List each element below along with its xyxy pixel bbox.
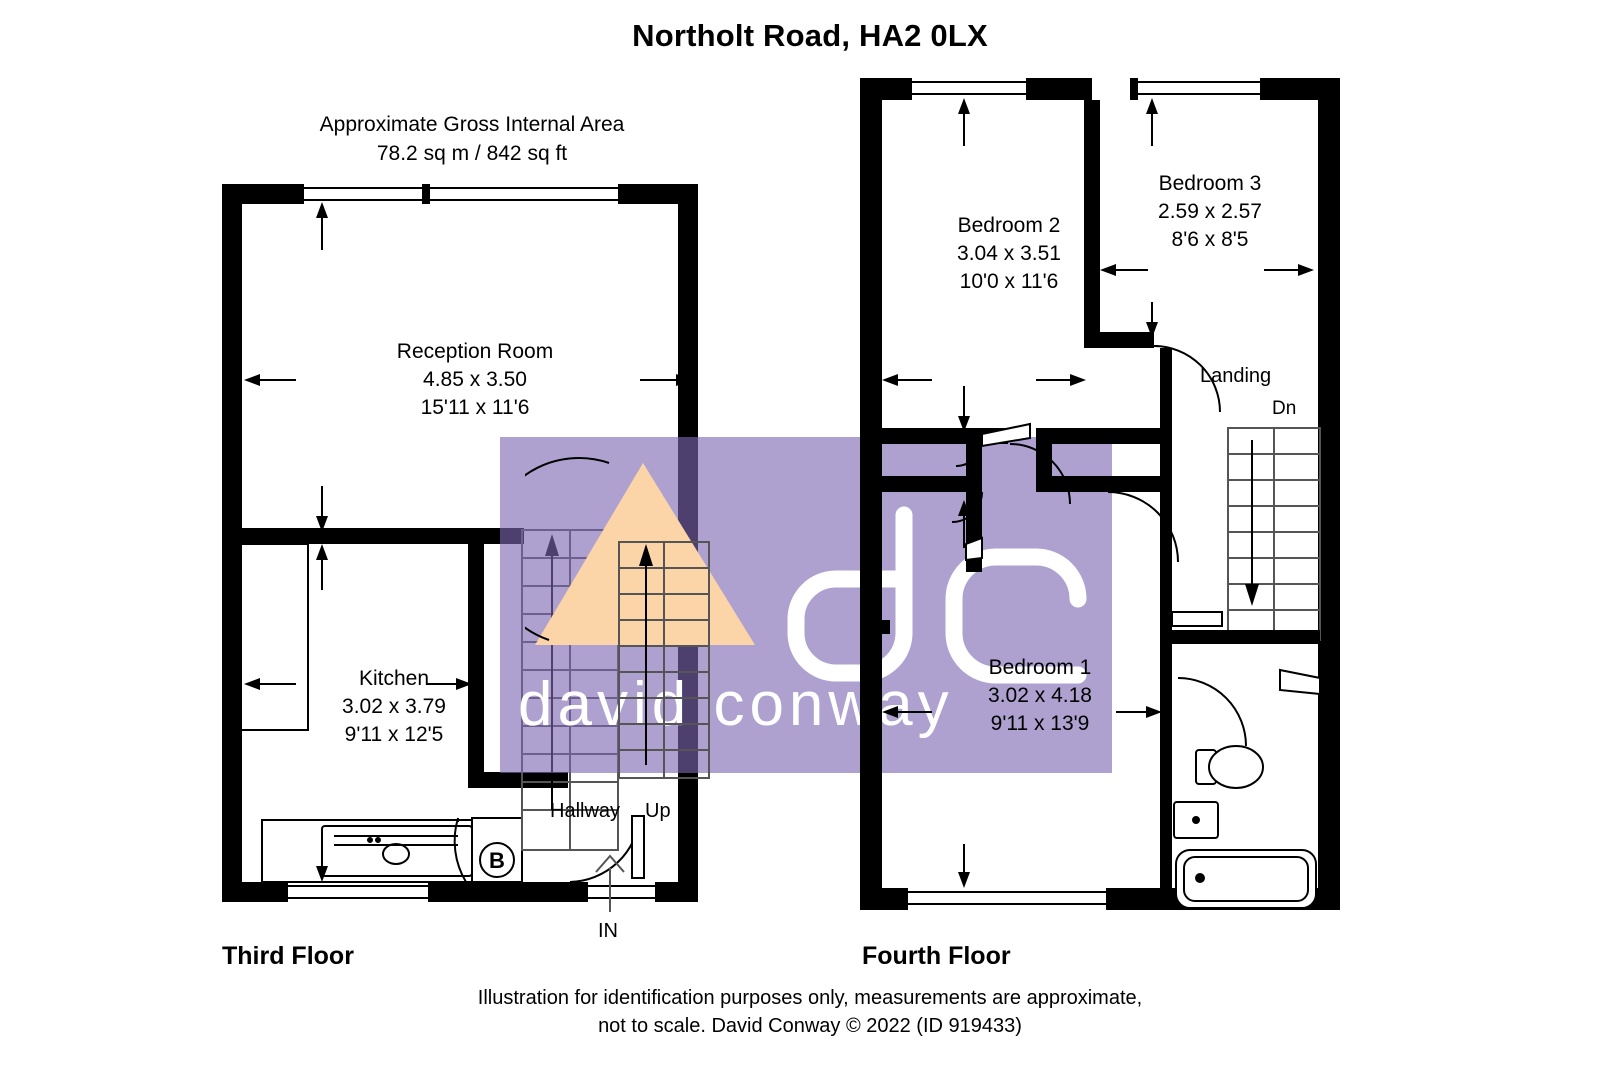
entrance-arrow-icon	[595, 854, 625, 912]
floor-label-fourth: Fourth Floor	[862, 942, 1011, 970]
room-label-bedroom1: Bedroom 1 3.02 x 4.18 9'11 x 13'9	[935, 654, 1145, 738]
bedroom2-imperial: 10'0 x 11'6	[959, 270, 1059, 293]
kitchen-name: Kitchen	[358, 667, 430, 690]
bedroom3-imperial: 8'6 x 8'5	[1171, 228, 1249, 251]
room-label-landing: Landing	[1200, 365, 1272, 387]
stairs-up-marker: Up	[645, 800, 671, 822]
boiler-marker: B	[489, 848, 505, 873]
room-label-bedroom3: Bedroom 3 2.59 x 2.57 8'6 x 8'5	[1110, 170, 1310, 254]
stairs-down-marker: Dn	[1272, 398, 1297, 419]
room-label-hallway: Hallway	[550, 800, 621, 822]
disclaimer-line-2: not to scale. David Conway © 2022 (ID 91…	[598, 1015, 1022, 1037]
area-line-1: Approximate Gross Internal Area	[319, 113, 625, 136]
bedroom1-metric: 3.02 x 4.18	[988, 684, 1092, 707]
bedroom3-name: Bedroom 3	[1158, 172, 1262, 195]
entrance-in-label: IN	[598, 920, 618, 942]
reception-name: Reception Room	[396, 340, 554, 363]
bedroom2-name: Bedroom 2	[957, 214, 1061, 237]
room-label-kitchen: Kitchen 3.02 x 3.79 9'11 x 12'5	[300, 665, 488, 749]
reception-metric: 4.85 x 3.50	[423, 368, 527, 391]
reception-imperial: 15'11 x 11'6	[420, 396, 530, 419]
floor-label-third: Third Floor	[222, 942, 354, 970]
kitchen-metric: 3.02 x 3.79	[342, 695, 446, 718]
bedroom3-metric: 2.59 x 2.57	[1158, 200, 1262, 223]
fourth-floor-plan	[860, 78, 1340, 910]
room-label-bedroom2: Bedroom 2 3.04 x 3.51 10'0 x 11'6	[905, 212, 1113, 296]
disclaimer-line-1: Illustration for identification purposes…	[477, 987, 1143, 1009]
bedroom1-imperial: 9'11 x 13'9	[990, 712, 1090, 735]
room-label-reception: Reception Room 4.85 x 3.50 15'11 x 11'6	[360, 338, 590, 422]
stair-treads-overlay	[618, 541, 710, 779]
bedroom2-metric: 3.04 x 3.51	[957, 242, 1061, 265]
page-title: Northolt Road, HA2 0LX	[632, 18, 988, 53]
disclaimer: Illustration for identification purposes…	[0, 984, 1620, 1040]
kitchen-imperial: 9'11 x 12'5	[344, 723, 444, 746]
area-line-2: 78.2 sq m / 842 sq ft	[376, 142, 568, 165]
bedroom1-name: Bedroom 1	[988, 656, 1092, 679]
gross-internal-area: Approximate Gross Internal Area 78.2 sq …	[232, 110, 712, 168]
